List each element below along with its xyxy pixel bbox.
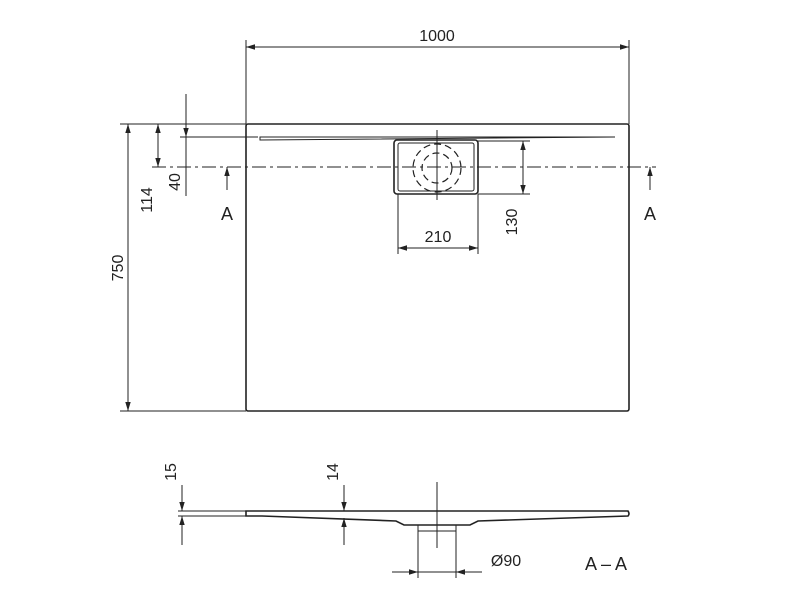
section-label-right: A	[644, 204, 656, 224]
dim-width-label: 1000	[419, 28, 455, 45]
dimension-width: 1000	[245, 28, 630, 124]
dim-40-label: 40	[167, 173, 184, 191]
section-marker-left: A	[221, 167, 233, 224]
section-view: 15 14 Ø90 A – A	[163, 463, 630, 578]
tray-outline	[245, 123, 630, 412]
dim-d90-label: Ø90	[491, 553, 521, 570]
tray-section-profile	[245, 510, 630, 526]
dim-depth-label: 750	[110, 255, 127, 282]
dim-210-label: 210	[425, 229, 452, 246]
dimension-depth: 750	[110, 123, 246, 412]
dimension-114: 114	[139, 124, 161, 213]
dimension-40: 40	[167, 94, 189, 196]
section-label-left: A	[221, 204, 233, 224]
top-view	[152, 123, 656, 412]
section-marker-right: A	[644, 167, 656, 224]
section-view-label: A – A	[585, 554, 627, 574]
dimension-130: 130	[478, 140, 530, 236]
dim-114-label: 114	[139, 187, 156, 213]
dim-14-label: 14	[325, 463, 342, 481]
dim-130-label: 130	[504, 209, 521, 236]
dimension-210: 210	[397, 194, 479, 254]
dim-15-label: 15	[163, 463, 180, 481]
